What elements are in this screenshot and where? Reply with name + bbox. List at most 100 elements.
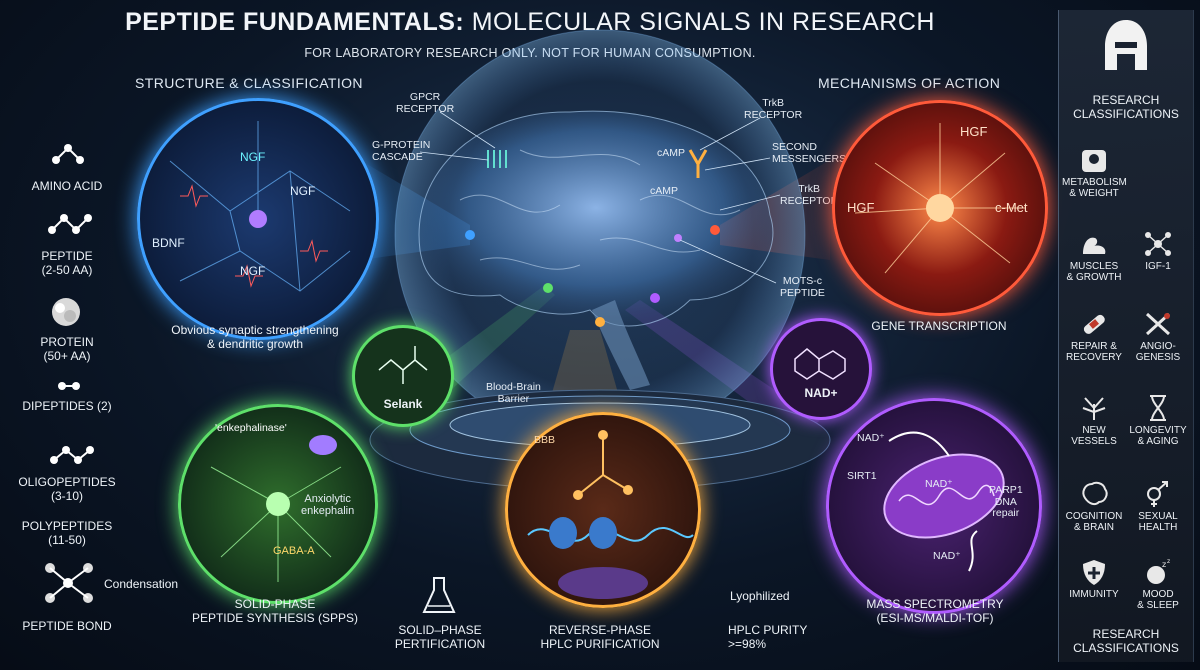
sidebar-item-angiogenesis[interactable]: ANGIO- GENESIS: [1126, 310, 1190, 363]
spps-caption: SOLID-PHASE PEPTIDE SYNTHESIS (SPPS): [191, 597, 359, 625]
selank-circle: Selank: [352, 325, 454, 427]
bdnf-label: BDNF: [152, 236, 185, 250]
svg-text:z: z: [1162, 560, 1166, 569]
neuron-caption: Obvious synaptic strengthening & dendrit…: [171, 323, 339, 351]
vessels-icon: [1082, 397, 1106, 420]
second-messengers-label: SECOND MESSENGERS: [772, 141, 847, 165]
sidebar-item-new-vessels[interactable]: NEW VESSELS: [1062, 394, 1126, 447]
ngf-label-1: NGF: [240, 150, 266, 164]
mitochondrion: [883, 431, 1005, 572]
neuron-circle: NGF NGF BDNF NGF: [137, 98, 379, 340]
sidebar-item-cognition[interactable]: COGNITION & BRAIN: [1062, 480, 1126, 533]
nad-molecule-icon: [794, 348, 846, 380]
green-neuron-network: [210, 435, 342, 582]
hplc-purity-label: HPLC PURITY >=98%: [728, 623, 808, 651]
sidebar-item-label: METABOLISM & WEIGHT: [1062, 177, 1127, 199]
title-bold: PEPTIDE FUNDAMENTALS:: [125, 8, 465, 36]
sidebar-item-label: IGF-1: [1145, 261, 1171, 272]
dipeptide-icon: [58, 382, 80, 390]
enkephalinase-label: 'enkephalinase': [215, 422, 287, 434]
list-item-oligopeptides: OLIGOPEPTIDES (3-10): [18, 475, 116, 503]
anxiolytic-circle: 'enkephalinase' Anxiolytic enkephalin GA…: [178, 404, 378, 604]
sidebar-item-label: MOOD & SLEEP: [1137, 589, 1179, 611]
protein-icon: [52, 298, 80, 326]
solid-phase-caption: SOLID–PHASE PERTIFICATION: [394, 623, 486, 651]
section-mechanisms-heading: MECHANISMS OF ACTION: [818, 75, 1001, 91]
hgf-circle: HGF HGF c-Met: [832, 100, 1048, 316]
gaba-label: GABA-A: [273, 545, 315, 557]
trkb-receptor-label-2: TrkB RECEPTOR: [780, 183, 839, 207]
bandage-icon: [1083, 314, 1105, 334]
list-item-amino-acid: AMINO ACID: [31, 179, 103, 193]
nad-label-2: NAD⁺: [925, 478, 953, 490]
selank-molecule-icon: [378, 346, 428, 384]
list-item-dipeptides: DIPEPTIDES (2): [22, 399, 112, 413]
mass-spectrometry-caption: MASS SPECTROMETRY (ESI-MS/MALDI-TOF): [866, 597, 1004, 625]
sidebar-item-label: REPAIR & RECOVERY: [1066, 341, 1122, 363]
shield-icon: [1083, 560, 1105, 585]
g-protein-cascade-label: G-PROTEIN CASCADE: [372, 139, 431, 163]
oligopeptide-icon: [50, 446, 94, 464]
nad-label-3: NAD⁺: [933, 550, 961, 562]
gpcr-receptor-label: GPCR RECEPTOR: [396, 91, 455, 115]
camp-label-1: cAMP: [657, 147, 686, 159]
research-classifications-sidebar: RESEARCH CLASSIFICATIONS METABOLISM & WE…: [1058, 10, 1194, 662]
list-item-peptide: PEPTIDE (2-50 AA): [41, 249, 93, 277]
sidebar-item-label: IMMUNITY: [1069, 589, 1119, 600]
sidebar-item-sexual-health[interactable]: SEXUAL HEALTH: [1126, 480, 1190, 533]
bbb-label: BBB: [534, 434, 556, 446]
sidebar-header: RESEARCH CLASSIFICATIONS: [1073, 93, 1179, 121]
camp-label-2: cAMP: [650, 185, 679, 197]
selank-label: Selank: [383, 397, 423, 411]
svg-text:z: z: [1167, 558, 1170, 565]
sidebar-item-label: ANGIO- GENESIS: [1135, 341, 1181, 363]
anxiolytic-enkephalin-label: Anxiolytic enkephalin: [301, 493, 355, 518]
nad-label-1: NAD⁺: [857, 432, 885, 444]
hourglass-icon: [1150, 395, 1166, 421]
mitochondria-circle: NAD⁺ SIRT1 NAD⁺ PARP1 DNA repair NAD⁺: [826, 398, 1042, 614]
sidebar-item-longevity[interactable]: LONGEVITY & AGING: [1126, 394, 1190, 447]
cmet-label: c-Met: [995, 200, 1028, 215]
sidebar-item-label: SEXUAL HEALTH: [1138, 511, 1178, 533]
parp1-label: PARP1 DNA repair: [989, 484, 1023, 520]
mots-c-peptide-label: MOTS-c PEPTIDE: [780, 275, 825, 299]
sidebar-item-immunity[interactable]: IMMUNITY: [1062, 558, 1126, 600]
section-structure-heading: STRUCTURE & CLASSIFICATION: [135, 75, 363, 91]
hgf-label-top: HGF: [960, 124, 988, 139]
gender-icon: [1147, 481, 1168, 507]
muscle-icon: [1083, 237, 1106, 254]
scale-icon: [1082, 150, 1106, 172]
sidebar-item-label: MUSCLES & GROWTH: [1066, 261, 1122, 283]
sidebar-item-repair[interactable]: REPAIR & RECOVERY: [1062, 310, 1126, 363]
peptide-chain-icon: [48, 214, 92, 234]
gene-transcription-caption: GENE TRANSCRIPTION: [871, 319, 1007, 333]
ngf-label-2: NGF: [290, 184, 316, 198]
peptide-bond-icon: [45, 563, 93, 603]
dna-transport: [527, 430, 694, 599]
cell-network: [854, 123, 1025, 274]
flask-icon: [422, 577, 456, 613]
condensation-label: Condensation: [104, 577, 179, 591]
molecule-icon: [1145, 232, 1171, 256]
reverse-phase-caption: REVERSE-PHASE HPLC PURIFICATION: [540, 623, 660, 651]
sirt1-label: SIRT1: [847, 470, 877, 482]
sidebar-item-igf1[interactable]: IGF-1: [1126, 230, 1190, 272]
hgf-label-left: HGF: [847, 200, 875, 215]
amino-acid-icon: [52, 144, 84, 164]
ngf-label-3: NGF: [240, 264, 266, 278]
sidebar-item-label: COGNITION & BRAIN: [1065, 511, 1123, 533]
sidebar-item-metabolism[interactable]: METABOLISM & WEIGHT: [1062, 146, 1127, 199]
list-item-peptide-bond: PEPTIDE BOND: [22, 619, 112, 633]
sidebar-item-muscles[interactable]: MUSCLES & GROWTH: [1062, 230, 1126, 283]
list-item-protein: PROTEIN (50+ AA): [40, 335, 94, 363]
tools-icon: [1145, 312, 1171, 336]
nad-circle: NAD+: [770, 318, 872, 420]
brain-icon: [1082, 481, 1108, 506]
trkb-receptor-label-1: TrkB RECEPTOR: [744, 97, 803, 121]
sidebar-footer: RESEARCH CLASSIFICATIONS: [1073, 627, 1179, 655]
sidebar-item-label: LONGEVITY & AGING: [1129, 425, 1187, 447]
title-rest: MOLECULAR SIGNALS IN RESEARCH: [464, 8, 935, 36]
blood-brain-barrier-label: Blood-Brain Barrier: [486, 381, 541, 405]
